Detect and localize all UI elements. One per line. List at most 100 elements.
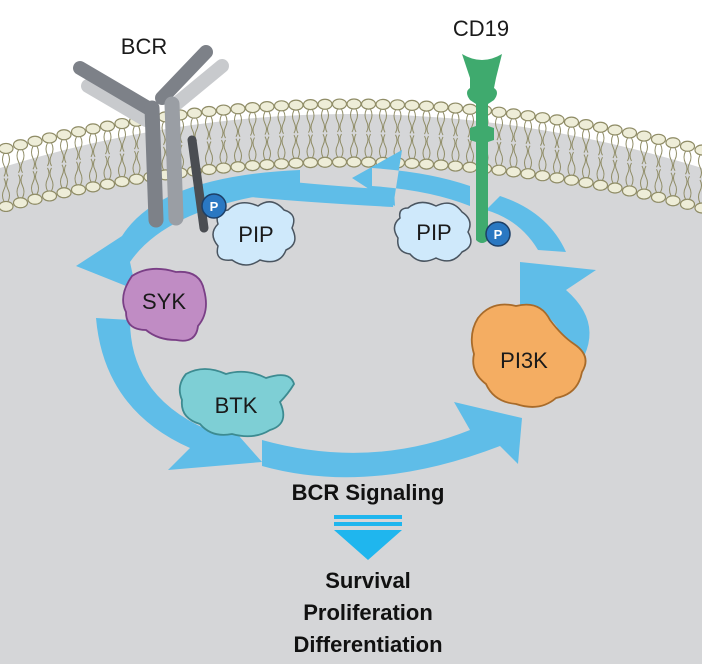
pip-left-label: PIP [238,222,273,247]
lipid-head-inner [331,156,348,168]
lipid-tails [2,153,10,202]
lipid-tails [393,109,402,159]
lipid-head-outer [201,105,217,118]
pip-left-shape [212,201,296,266]
lipid-head-inner [85,181,101,193]
lipid-tails [60,139,68,188]
bcr-receptor [73,45,229,233]
lipid-tails [74,136,83,185]
lipid-tails [45,142,54,192]
lipid-tails [567,126,576,176]
lipid-tails [103,130,112,180]
lipid-head-outer [12,139,29,151]
lipid-tails [234,113,242,162]
lipid-head-outer [0,142,14,155]
pi3k-label: PI3K [500,348,548,373]
lipid-head-inner [56,187,72,199]
lipid-head-outer [665,137,681,149]
lipid-head-outer [534,112,551,124]
lipid-head-inner [447,160,464,172]
lipid-head-inner [99,178,116,190]
lipid-head-outer [694,144,702,156]
lipid-head-inner [128,173,145,185]
lipid-tails [219,114,228,164]
lipid-tails [132,125,141,175]
lipid-head-inner [317,156,333,168]
lipid-head-outer [302,99,319,111]
lipid-head-inner [636,188,652,200]
lipid-head-inner [491,164,507,176]
lipid-head-inner [259,159,275,171]
lipid-tails [306,109,315,158]
outcome-proliferation: Proliferation [303,600,433,625]
lipid-head-outer [27,135,43,147]
lipid-head-inner [578,177,594,189]
lipid-tails [422,110,431,160]
lipid-tails [16,149,25,199]
btk-label: BTK [215,393,258,418]
cycle-arrow-top [240,150,470,207]
cd19-receptor [462,54,502,243]
lipid-head-inner [273,158,290,170]
lipid-head-inner [505,166,522,178]
lipid-head-inner [404,157,420,169]
syk-shape [122,267,207,342]
lipid-head-inner [12,197,29,209]
lipid-head-outer [418,100,435,112]
lipid-head-outer [636,130,652,142]
cycle-arrow-left-upper [76,170,300,290]
lipid-tails [292,109,300,159]
phospho-right-circle [485,221,511,247]
lipid-head-inner [27,193,43,205]
lipid-head-outer [346,98,362,110]
lipid-head-outer [549,114,565,126]
cytoplasm [0,114,702,664]
lipid-tails [553,124,561,174]
lipid-head-outer [317,98,333,110]
lipid-head-outer [288,99,304,111]
lipid-head-inner [201,163,217,176]
lipid-tails [321,109,329,158]
lipid-tails [379,109,387,158]
lipid-tails [683,151,692,200]
lipid-head-inner [563,174,580,186]
lipid-head-inner [302,157,319,169]
lipid-head-inner [607,182,623,194]
lipid-head-outer [230,103,246,115]
lipid-head-inner [0,200,14,213]
lipid-head-outer [259,101,275,113]
lipid-tails [118,128,126,177]
lipid-head-inner [215,162,232,174]
lipid-tails [582,129,590,178]
lipid-head-inner [41,190,58,202]
pip-right-label: PIP [416,220,451,245]
lipid-head-inner [679,198,696,210]
lipid-head-inner [694,202,702,214]
lipid-tails [538,122,547,171]
lipid-head-outer [85,123,101,135]
lipid-head-outer [650,133,667,145]
lipid-tails [190,117,199,167]
lipid-head-outer [520,110,536,122]
lipid-head-inner [360,156,377,168]
lipid-tails [625,137,634,187]
btk-shape [178,368,295,438]
syk-label: SYK [142,289,186,314]
phospho-left-circle [201,193,227,219]
lipid-tails [640,140,648,190]
lipid-head-outer [331,98,348,110]
lipid-head-inner [114,175,130,188]
lipid-tails [654,144,663,193]
lipid-head-outer [215,104,232,116]
cd19-label: CD19 [453,16,509,41]
lipid-head-outer [99,120,116,132]
lipid-head-outer [563,116,580,128]
lipid-tails [466,114,474,163]
lipid-tails [524,120,532,169]
lipid-head-outer [114,117,130,130]
lipid-tails [263,111,271,160]
lipid-head-inner [665,195,681,207]
lipid-tails [31,146,39,195]
